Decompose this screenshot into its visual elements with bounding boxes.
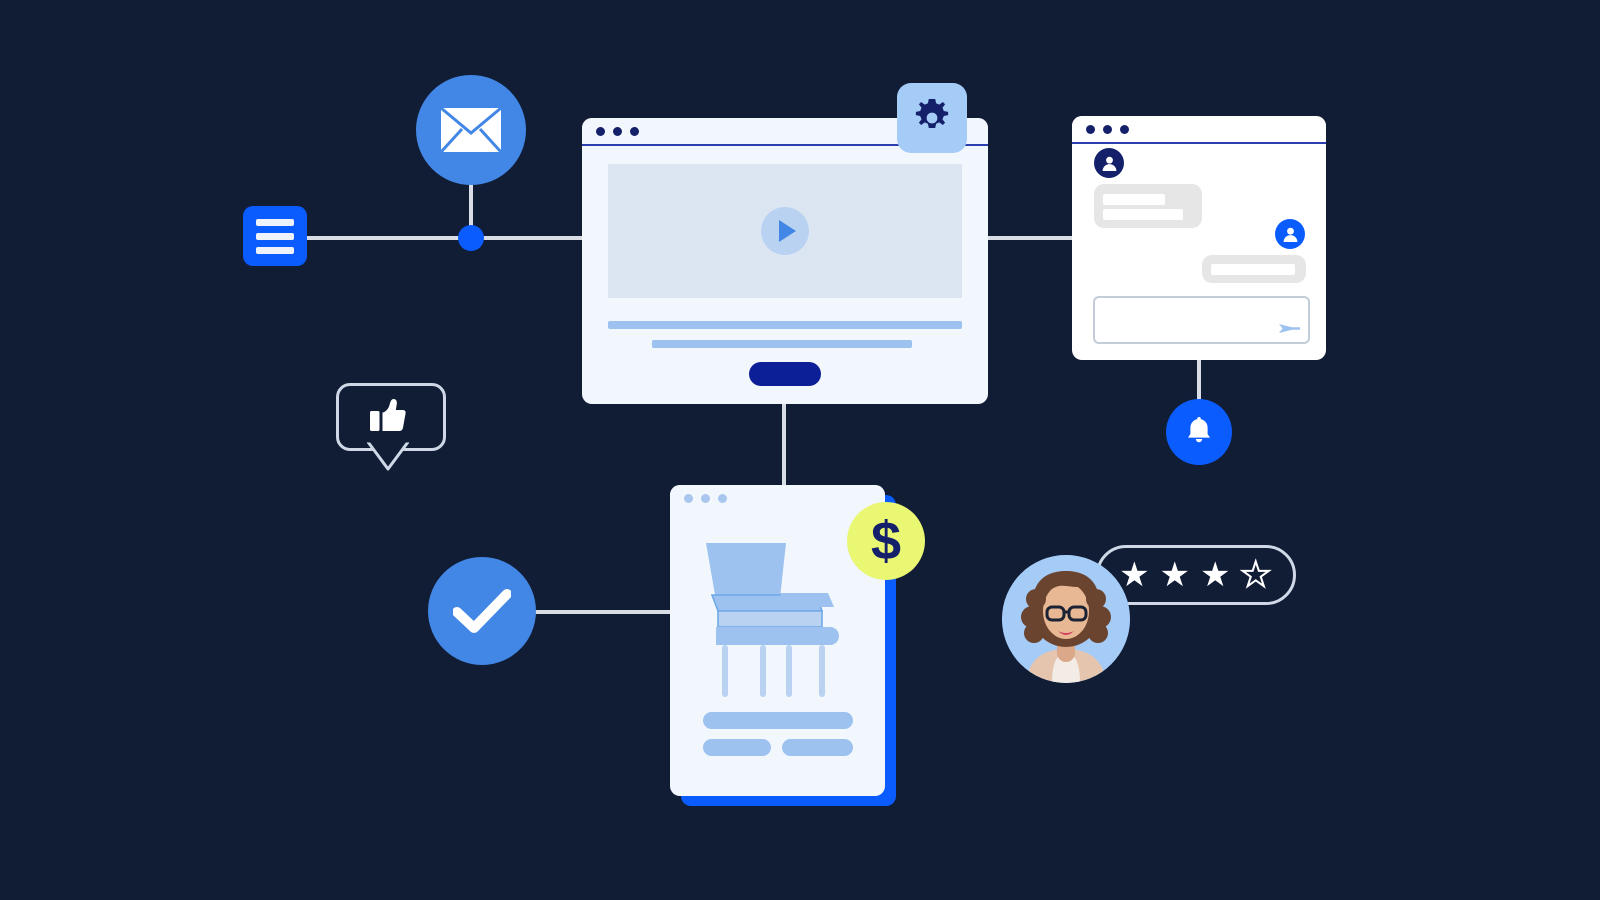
send-paper-plane-icon[interactable] — [1279, 321, 1301, 337]
product-meta-placeholder — [703, 739, 771, 756]
window-dot-icon — [684, 493, 693, 503]
armchair-illustration — [706, 543, 839, 697]
user-avatar-icon — [1283, 227, 1297, 242]
connector-line-chat-to-bell — [1197, 352, 1201, 422]
connector-line-check-to-card — [530, 610, 680, 614]
window-dot-icon — [630, 126, 639, 136]
play-icon — [779, 220, 796, 242]
gear-icon — [915, 99, 949, 128]
headline-placeholder — [608, 321, 962, 329]
email-node-button[interactable] — [416, 75, 526, 185]
hamburger-menu-icon — [256, 232, 294, 240]
connector-line-mail-to-junction — [469, 180, 473, 240]
star-empty-icon: ★ — [1239, 556, 1272, 594]
price-badge: $ — [847, 502, 925, 580]
hamburger-menu-icon — [256, 218, 294, 226]
agent-avatar — [1094, 148, 1124, 178]
notifications-node-button[interactable] — [1166, 399, 1232, 465]
bell-icon — [1188, 417, 1210, 443]
play-button[interactable] — [761, 207, 809, 255]
customer-portrait — [1002, 555, 1130, 683]
landing-page-window[interactable] — [582, 118, 988, 404]
product-title-placeholder — [703, 712, 853, 729]
star-filled-icon: ★ — [1200, 556, 1231, 594]
connector-line-junction-to-video — [469, 236, 589, 240]
customer-avatar — [1275, 219, 1305, 249]
product-card-window[interactable] — [670, 485, 885, 796]
speech-bubble-tail — [366, 440, 410, 471]
envelope-icon — [440, 107, 502, 153]
hamburger-menu-button[interactable] — [243, 206, 307, 266]
settings-badge-button[interactable] — [897, 83, 967, 153]
connector-line-video-to-card — [782, 395, 786, 495]
approved-node-button[interactable] — [428, 557, 536, 665]
star-filled-icon: ★ — [1119, 556, 1150, 594]
thumbs-up-icon — [370, 399, 406, 431]
window-titlebar — [670, 485, 885, 511]
dollar-sign-icon: $ — [870, 511, 902, 571]
star-filled-icon: ★ — [1159, 556, 1191, 594]
chat-message-input[interactable] — [1093, 296, 1310, 344]
window-dot-icon — [1120, 124, 1129, 134]
video-player[interactable] — [608, 164, 962, 298]
connector-line-video-to-chat — [980, 236, 1080, 240]
live-chat-window[interactable] — [1072, 116, 1326, 360]
chat-message-customer — [1202, 255, 1306, 283]
window-dot-icon — [596, 126, 605, 136]
connector-line-menu-to-junction — [305, 236, 475, 240]
checkmark-icon — [453, 589, 511, 633]
window-dot-icon — [613, 126, 622, 136]
window-dot-icon — [701, 493, 710, 503]
chat-message-agent — [1094, 184, 1202, 228]
customer-photo-avatar — [1002, 555, 1130, 683]
connector-node — [458, 225, 484, 251]
window-titlebar — [1072, 116, 1326, 144]
message-text-line — [1103, 209, 1183, 220]
window-dot-icon — [1103, 124, 1112, 134]
user-avatar-icon — [1102, 156, 1116, 171]
hamburger-menu-icon — [256, 246, 294, 254]
subtext-placeholder — [652, 340, 912, 348]
window-dot-icon — [1086, 124, 1095, 134]
product-meta-placeholder — [782, 739, 853, 756]
cta-button[interactable] — [749, 362, 821, 386]
window-dot-icon — [718, 493, 727, 503]
message-text-line — [1103, 194, 1165, 205]
message-text-line — [1211, 264, 1295, 275]
star-rating-pill: ★ ★ ★ ★ ★ — [1079, 545, 1296, 605]
